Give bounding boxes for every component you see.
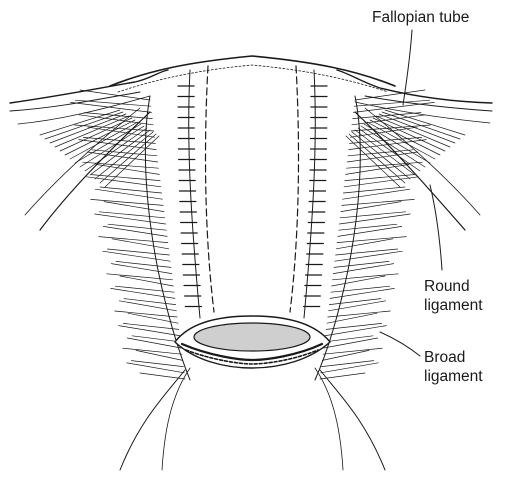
hatch-stroke <box>99 237 168 243</box>
hatch-stroke <box>111 264 171 274</box>
hatch-stroke <box>103 226 167 236</box>
lower-vessel-right <box>315 368 385 470</box>
hatch-stroke <box>332 274 398 280</box>
hatch-stroke <box>339 214 410 224</box>
leader-line-broad-ligament <box>380 332 420 356</box>
hatch-stroke <box>331 286 390 292</box>
hatch-stroke <box>123 348 182 354</box>
hatch-stroke <box>116 261 171 267</box>
hatch-stroke <box>127 363 185 373</box>
hatch-stroke <box>119 301 176 311</box>
hatch-stroke <box>342 199 415 205</box>
label-round-ligament: Round ligament <box>424 277 483 315</box>
hatch-stroke <box>325 336 373 342</box>
label-broad-ligament-line1: Broad <box>424 348 483 367</box>
hatch-stroke <box>338 226 402 236</box>
hatch-stroke <box>344 177 418 187</box>
hatch-stroke <box>108 224 166 230</box>
hatch-stroke <box>123 323 178 329</box>
label-round-ligament-line2: ligament <box>424 296 483 315</box>
hatch-stroke <box>323 348 382 354</box>
hatch-stroke <box>343 189 410 199</box>
hatch-stroke <box>95 189 162 199</box>
hatch-stroke <box>329 301 386 311</box>
fallopian-tube-right <box>337 70 492 123</box>
hatch-stroke <box>330 288 394 298</box>
label-broad-ligament: Broad ligament <box>424 348 483 386</box>
hatch-stroke <box>322 361 374 367</box>
hatch-stroke <box>99 212 164 218</box>
cervical-opening <box>175 316 330 368</box>
hatch-stroke <box>325 326 386 336</box>
hatch-stroke <box>329 299 381 305</box>
hatch-stroke <box>132 336 180 342</box>
hatch-stroke <box>111 288 175 298</box>
hatch-stroke <box>336 249 398 255</box>
hatch-stroke <box>80 90 150 100</box>
label-fallopian-tube: Fallopian tube <box>372 8 469 27</box>
hatch-stroke <box>335 251 403 261</box>
hatch-stroke <box>115 286 174 292</box>
hatch-stroke <box>345 175 414 181</box>
uterine-fundus <box>110 56 395 92</box>
suture-stitches-left <box>178 86 201 307</box>
hatch-stroke <box>91 175 160 181</box>
incision-left-edge <box>189 66 214 318</box>
hatch-stroke <box>127 338 181 348</box>
hatch-stroke <box>124 299 176 305</box>
hatch-stroke <box>91 199 164 205</box>
hatch-stroke <box>321 363 379 373</box>
hatch-stroke <box>95 214 166 224</box>
hatch-stroke <box>324 338 378 348</box>
hatch-stroke <box>334 261 389 267</box>
hatch-stroke <box>339 224 397 230</box>
left-ligament-hatching <box>40 90 185 379</box>
label-round-ligament-line1: Round <box>424 277 483 296</box>
hatch-stroke <box>103 251 171 261</box>
hatch-stroke <box>340 212 405 218</box>
hatch-stroke <box>343 187 405 193</box>
incision-right-edge <box>290 66 315 318</box>
hatch-stroke <box>131 361 183 367</box>
hatch-stroke <box>100 187 162 193</box>
hatch-stroke <box>333 264 393 274</box>
hatch-stroke <box>75 100 150 106</box>
hatch-stroke <box>71 102 152 112</box>
hatch-stroke <box>107 274 173 280</box>
hatch-stroke <box>119 326 180 336</box>
right-ligament-hatching <box>320 90 465 379</box>
hatch-stroke <box>337 237 406 243</box>
hatch-stroke <box>87 177 161 187</box>
hatch-stroke <box>354 100 429 106</box>
hatch-stroke <box>107 249 169 255</box>
lower-vessel-left <box>120 368 190 470</box>
label-broad-ligament-line2: ligament <box>424 367 483 386</box>
